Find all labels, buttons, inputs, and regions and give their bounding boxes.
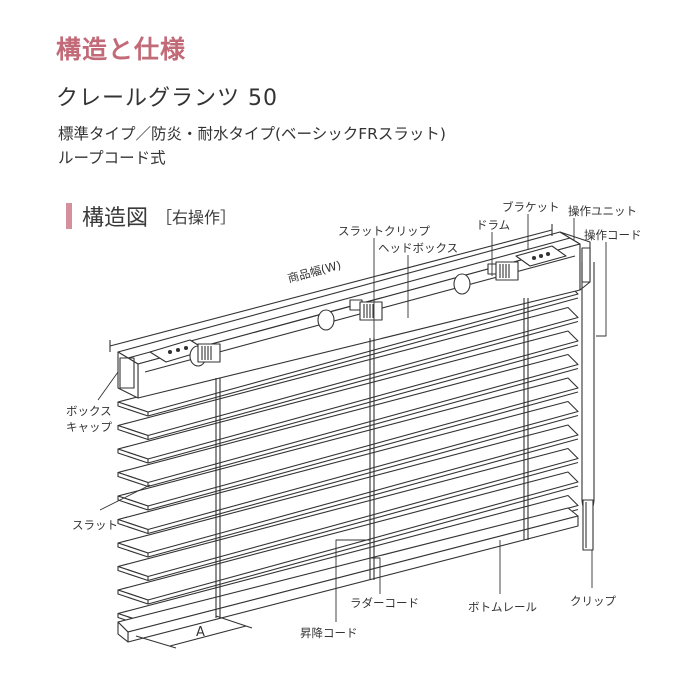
label-drum: ドラム <box>476 218 511 232</box>
label-dimension-a: A <box>196 625 205 640</box>
product-name: クレールグランツ 50 <box>56 86 278 111</box>
label-bracket: ブラケット <box>502 200 560 214</box>
label-ladder-cord: ラダーコード <box>350 596 419 610</box>
drum-left <box>189 343 221 367</box>
bracket-right <box>515 245 567 267</box>
leader-lines <box>97 214 607 622</box>
control-cord <box>581 262 595 551</box>
dimension-a <box>135 615 253 649</box>
label-control-unit: 操作ユニット <box>568 204 637 218</box>
drum-right <box>453 261 519 295</box>
drum-mid <box>317 299 383 331</box>
section-title: 構造図 <box>82 206 149 231</box>
label-clip: クリップ <box>570 594 616 608</box>
page-title: 構造と仕様 <box>56 35 187 64</box>
section-subtitle: ［右操作］ <box>156 208 237 227</box>
section-heading: 構造図 ［右操作］ <box>66 200 236 232</box>
label-slat: スラット <box>72 518 118 532</box>
spec-type: 標準タイプ／防炎・耐水タイプ(ベーシックFRスラット) <box>58 125 446 143</box>
spec-cord-type: ループコード式 <box>58 149 166 167</box>
label-control-cord: 操作コード <box>584 228 642 242</box>
bottom-rail <box>117 507 579 643</box>
accent-bar <box>66 203 72 229</box>
label-slat-clip: スラットクリップ <box>338 224 430 238</box>
width-dimension <box>109 224 553 352</box>
slats <box>117 283 579 629</box>
label-box-cap-line2: キャップ <box>66 420 112 434</box>
label-head-box: ヘッドボックス <box>378 241 459 255</box>
label-box-cap-line1: ボックス <box>66 404 112 418</box>
label-lift-cord: 昇降コード <box>300 626 358 640</box>
label-bottom-rail: ボトムレール <box>468 600 537 614</box>
